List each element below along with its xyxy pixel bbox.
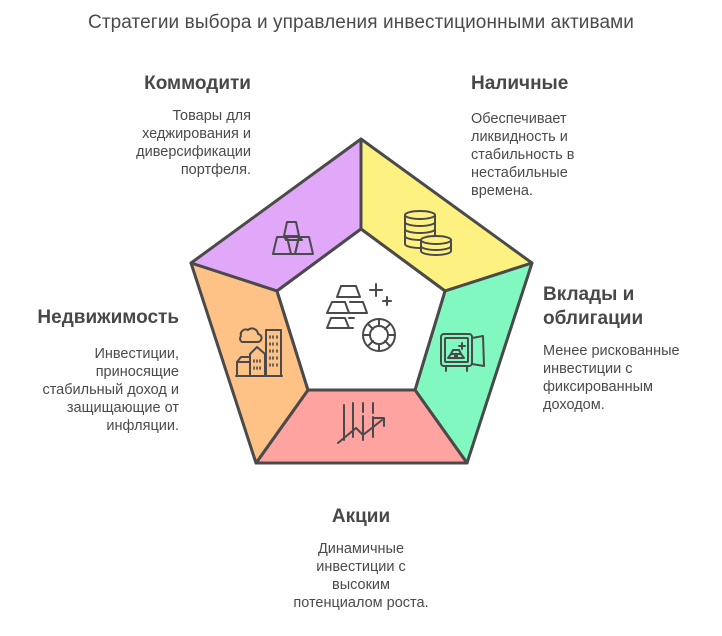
heading-stocks: Акции: [331, 506, 391, 527]
desc-line: Менее рискованные: [543, 343, 680, 359]
desc-line: Динамичные: [317, 541, 405, 557]
desc-line: диверсификации: [136, 144, 251, 160]
heading-commodities: Коммодити: [144, 73, 251, 94]
desc-line: доходом.: [543, 397, 605, 413]
gold-bars-icon: [272, 221, 314, 255]
description-deposits: Менее рискованные инвестиции с фиксирова…: [543, 342, 718, 414]
desc-line: потенциалом роста.: [293, 595, 429, 611]
desc-line: высоким: [331, 577, 390, 593]
desc-line: защищающие от: [66, 400, 179, 416]
buildings-icon: [235, 327, 283, 377]
desc-line: Инвестиции,: [94, 346, 179, 362]
desc-line: нестабильные: [471, 165, 568, 181]
heading-line: облигации: [543, 308, 644, 329]
desc-line: инвестиции с: [543, 361, 633, 377]
desc-line: инфляции.: [106, 418, 179, 434]
heading-cash: Наличные: [471, 73, 569, 94]
description-stocks: Динамичные инвестиции с высоким потенциа…: [260, 540, 462, 612]
desc-line: приносящие: [95, 364, 179, 380]
heading-line: Вклады и: [543, 284, 635, 305]
description-real-estate: Инвестиции, приносящие стабильный доход …: [20, 345, 179, 435]
heading-deposits: Вклады и облигации: [543, 283, 713, 331]
desc-line: фиксированным: [543, 379, 654, 395]
description-commodities: Товары для хеджирования и диверсификации…: [100, 107, 251, 179]
center-pentagon: [275, 227, 447, 392]
desc-line: стабильность в: [471, 147, 575, 163]
desc-line: стабильный доход и: [42, 382, 179, 398]
diagram-title: Стратегии выбора и управления инвестицио…: [88, 12, 634, 33]
assets-portfolio-icon: [326, 283, 396, 352]
safe-icon: [440, 333, 485, 372]
desc-line: хеджирования и: [142, 126, 251, 142]
desc-line: ликвидность и: [471, 129, 568, 145]
desc-line: Обеспечивает: [471, 111, 567, 127]
heading-real-estate: Недвижимость: [37, 307, 179, 328]
description-cash: Обеспечивает ликвидность и стабильность …: [471, 110, 651, 200]
desc-line: времена.: [471, 183, 533, 199]
desc-line: Товары для: [172, 108, 251, 124]
desc-line: портфеля.: [180, 162, 251, 178]
growth-chart-icon: [337, 402, 385, 444]
desc-line: инвестиции с: [316, 559, 406, 575]
coin-stacks-icon: [404, 210, 452, 256]
